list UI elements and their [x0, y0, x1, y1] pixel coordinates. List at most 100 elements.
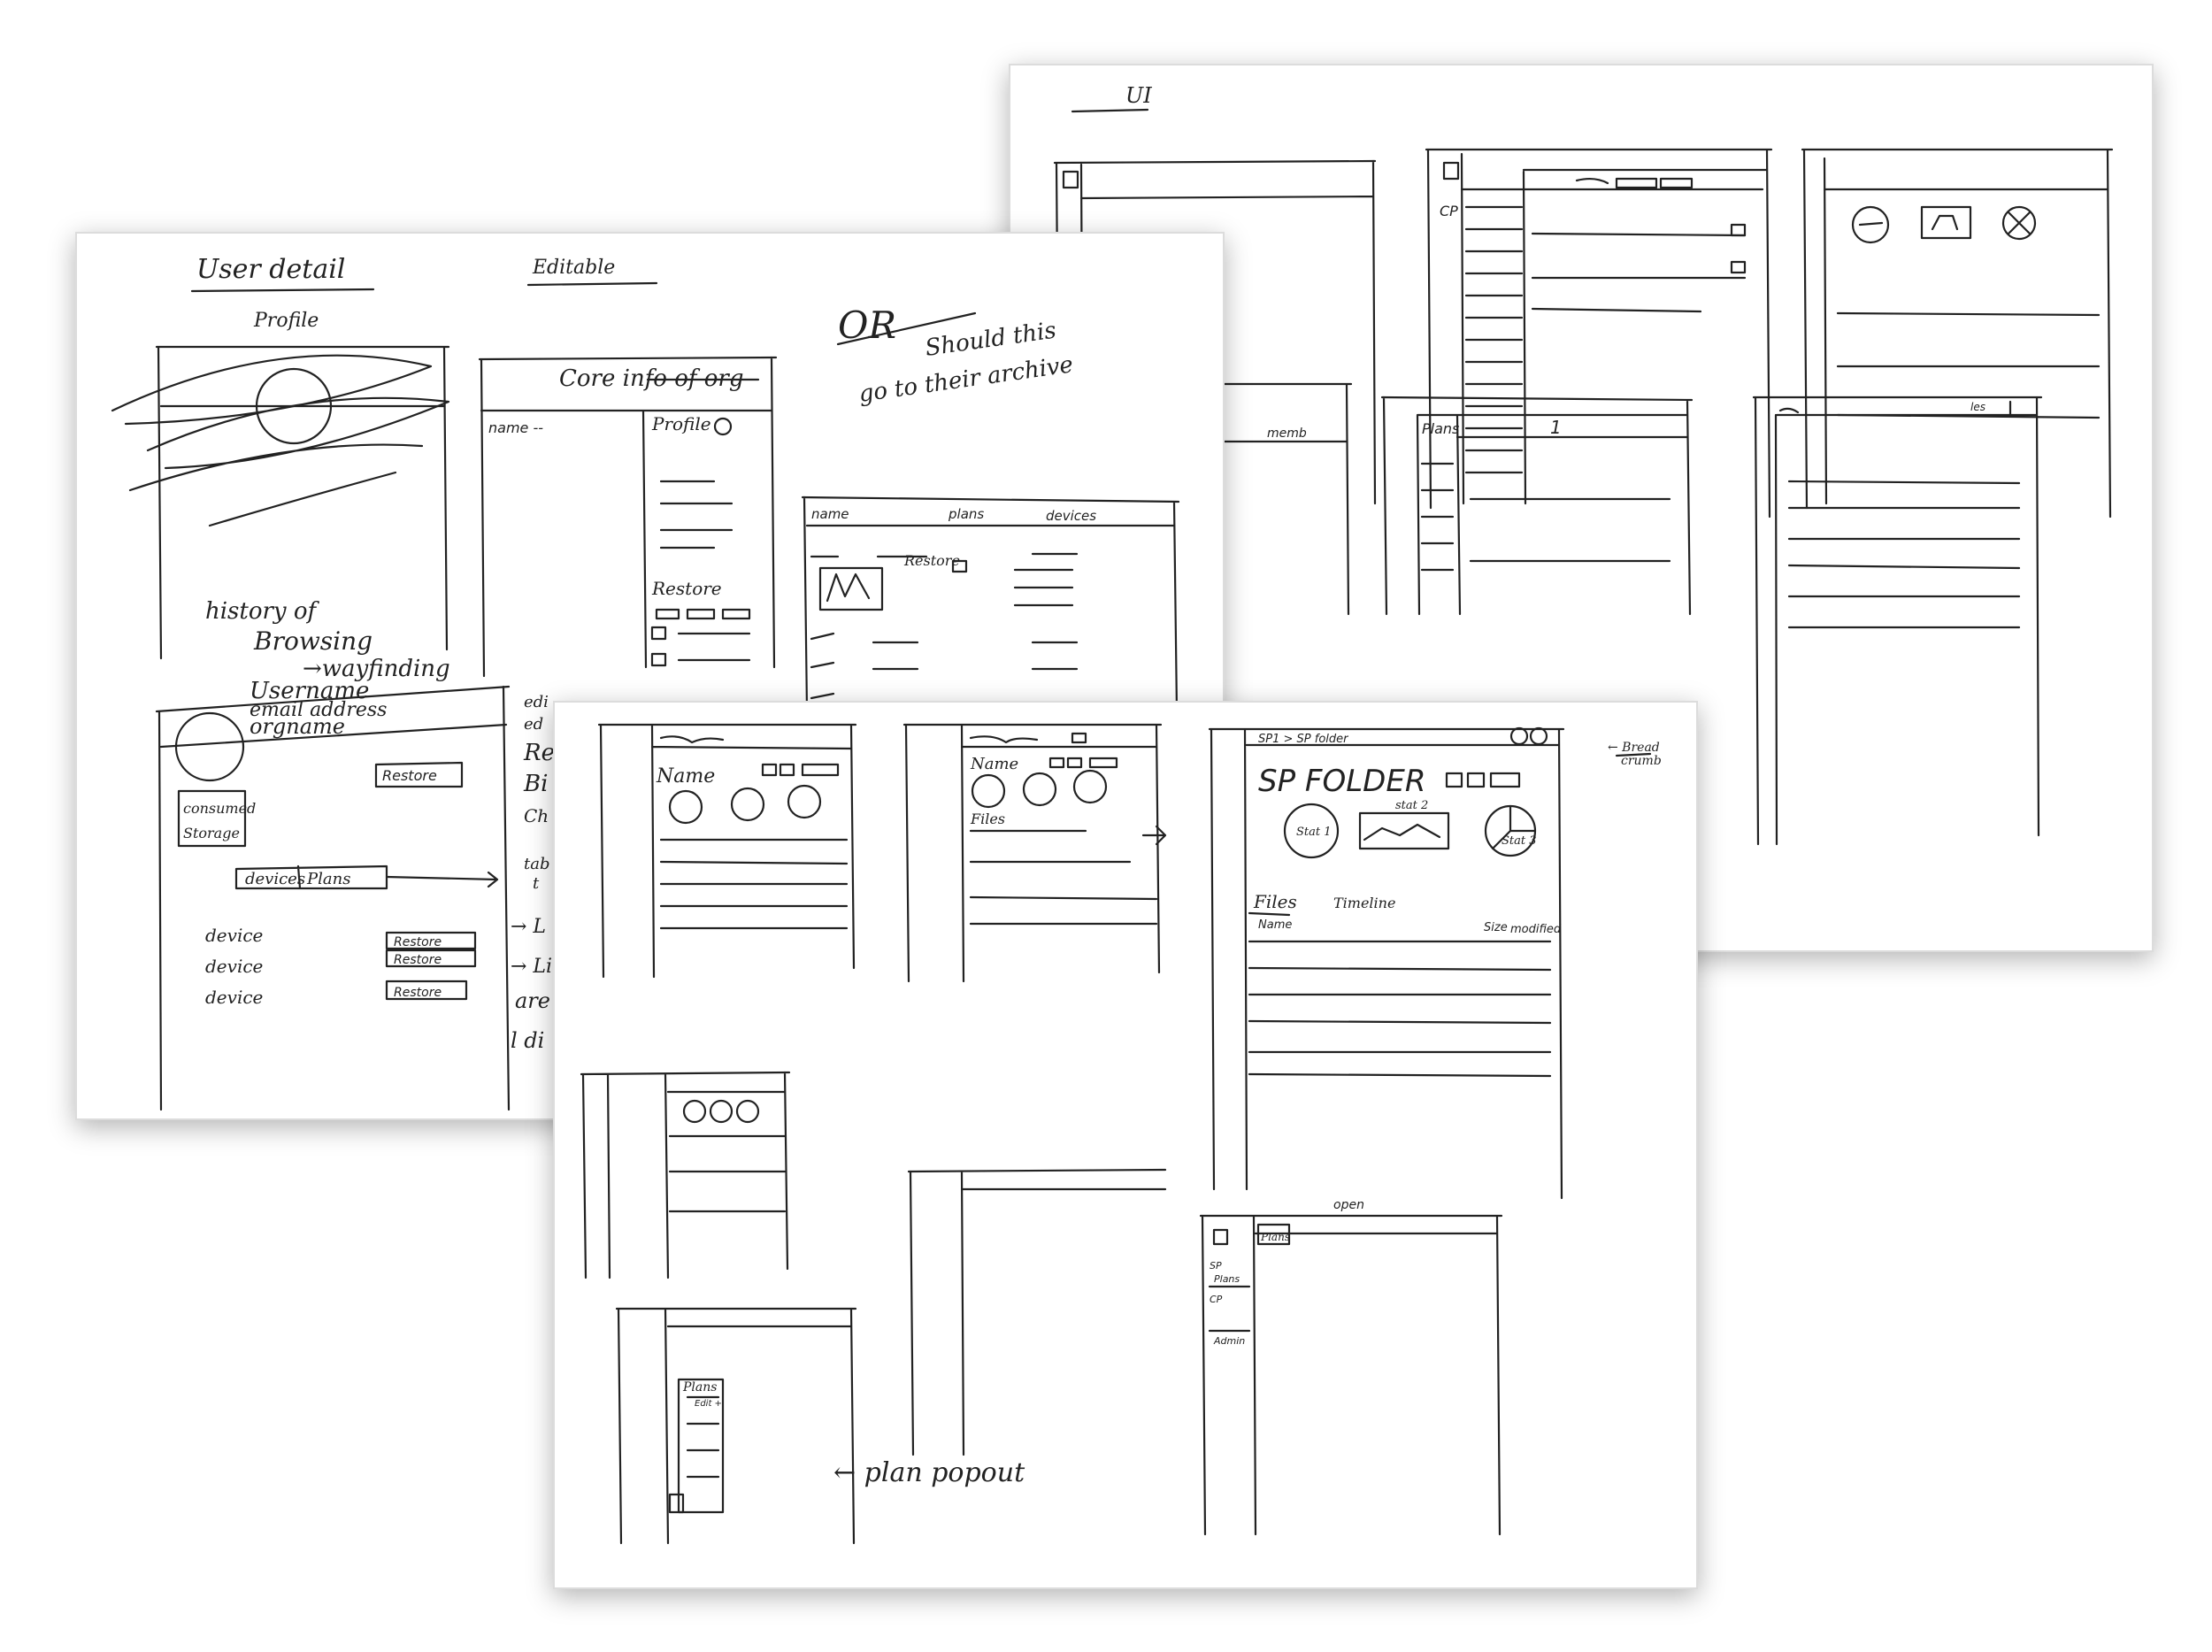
- plan-popout-note: ← plan popout: [833, 1457, 1025, 1488]
- wireframe-blank: [907, 1168, 1167, 1456]
- folder-icon: [650, 626, 667, 667]
- status-icon: [1851, 205, 1890, 244]
- device-restore-1: Restore: [394, 935, 442, 949]
- table-col-name: name: [811, 506, 849, 522]
- margin-note-5: Ch: [524, 805, 549, 826]
- sheet-ui-drawing: UI CP memb Plans 1 les: [1026, 83, 2114, 846]
- cancel-icon: [2001, 205, 2037, 241]
- sheet-user-detail-drawing: User detail Editable Profile history of …: [111, 254, 1180, 1111]
- logo-icon: [1442, 161, 1460, 181]
- col-size: Size: [1484, 921, 1508, 934]
- profile-wireframe: [111, 345, 450, 660]
- user-avatar: [174, 711, 245, 782]
- tab-plans: Plans: [306, 870, 350, 888]
- margin-note-7: t: [533, 874, 540, 893]
- breadcrumb-note-line: [1615, 752, 1652, 757]
- tab-files: Files: [1253, 891, 1297, 912]
- user-restore-button: Restore: [382, 767, 437, 784]
- wireframe-circles-column: [580, 1071, 791, 1279]
- wireframe-cp-list: CP: [1425, 148, 1773, 519]
- wireframe-name-files: [902, 723, 1167, 983]
- orgname-label: orgname: [250, 714, 345, 739]
- nav-cp: CP: [1210, 1294, 1223, 1305]
- tab-devices: devices: [245, 870, 305, 888]
- username-label: Username: [250, 678, 369, 704]
- open-label: open: [1333, 1198, 1364, 1212]
- sketch-sheet-folder: Name Name Files SP1 > SP folder ← Bread …: [553, 701, 1698, 1589]
- name-label-2: Name: [970, 755, 1018, 773]
- restore-button-frame: [374, 761, 464, 788]
- device-row-2: device: [205, 956, 263, 977]
- history-label: history of: [205, 598, 320, 625]
- browsing-label: Browsing: [253, 626, 373, 656]
- chart-icon: [1920, 205, 1972, 240]
- note-line-1: Should this: [924, 317, 1058, 361]
- email-label: email address: [250, 699, 387, 721]
- plans-popout-panel: [677, 1378, 725, 1514]
- consumed-label: consumed: [183, 800, 256, 817]
- user-info-wireframe: [155, 685, 511, 1111]
- note-line-2: go to their archive: [857, 351, 1075, 408]
- table-col-devices: devices: [1046, 508, 1096, 524]
- plans-popout-edit: Edit +: [695, 1399, 722, 1409]
- wireframe-plan-popout: [615, 1307, 857, 1545]
- arrow-icon: [1141, 825, 1167, 846]
- col-modified: modified: [1510, 923, 1562, 936]
- wireframe-icon-row: [1801, 148, 2114, 519]
- table-wireframe: [801, 496, 1180, 713]
- thumbnail-icon: [818, 566, 884, 611]
- plans-label: Plans: [1422, 420, 1459, 437]
- ui-heading: UI: [1125, 83, 1152, 108]
- stat-1-circle: [1283, 803, 1340, 859]
- nav-plans: Plans: [1214, 1273, 1240, 1285]
- stat-2-chart: [1358, 811, 1450, 850]
- logo-icon: [1212, 1228, 1229, 1246]
- table-restore-label: Restore: [903, 552, 960, 569]
- margin-note-9: → Li: [511, 956, 552, 978]
- core-info-wireframe: [478, 356, 778, 678]
- restore-panel-label: Restore: [651, 578, 722, 599]
- cp-label: CP: [1440, 203, 1458, 219]
- device-restore-2: Restore: [394, 953, 442, 967]
- les-label: les: [1970, 401, 1985, 413]
- profile-panel-title: Profile: [651, 413, 711, 434]
- wireframe-plans: Plans 1: [1380, 396, 1694, 616]
- popout-toggle-icon: [668, 1493, 685, 1514]
- plans-tab: Plans: [1260, 1231, 1290, 1243]
- device-restore-3: Restore: [394, 986, 442, 1000]
- folder-title: SP FOLDER: [1258, 764, 1425, 799]
- device-row-1: device: [205, 925, 263, 946]
- heading-underline: [1071, 108, 1149, 113]
- doc-icon: [951, 559, 968, 573]
- storage-label: Storage: [183, 825, 240, 841]
- core-info-title: Core info of org: [559, 365, 744, 392]
- plans-popout-title: Plans: [682, 1380, 717, 1395]
- margin-note-8: → L: [511, 916, 546, 938]
- wireframe-sp-folder: [1208, 726, 1652, 1200]
- wayfinding-label: →wayfinding: [303, 656, 450, 682]
- breadcrumb: SP1 > SP folder: [1258, 733, 1349, 746]
- avatar: [255, 367, 333, 445]
- user-detail-title: User detail: [196, 254, 345, 285]
- name-field-label: name --: [488, 419, 543, 436]
- arrow-icon: [385, 871, 499, 888]
- sheet-folder-drawing: Name Name Files SP1 > SP folder ← Bread …: [580, 723, 1662, 1545]
- breadcrumb-note-1: ← Bread: [1608, 741, 1660, 755]
- margin-note-3: Re: [523, 740, 555, 766]
- plans-count: 1: [1550, 417, 1562, 438]
- device-row-3: device: [205, 987, 263, 1008]
- nav-admin: Admin: [1213, 1335, 1245, 1347]
- editable-label: Editable: [532, 257, 615, 279]
- wireframe-name-circles: [597, 723, 857, 979]
- profile-label: Profile: [253, 310, 319, 332]
- files-label: Files: [970, 811, 1005, 827]
- profile-add-icon: [713, 417, 733, 436]
- stat-1-label: Stat 1: [1296, 826, 1332, 839]
- name-label-1: Name: [656, 765, 715, 788]
- tab-timeline: Timeline: [1333, 895, 1395, 911]
- stat-3-label: Stat 3: [1502, 834, 1537, 848]
- margin-note-6: tab: [524, 855, 550, 873]
- storage-box: [177, 789, 247, 848]
- margin-note-10: are: [515, 988, 550, 1013]
- wireframe-open-nav: [1199, 1214, 1503, 1536]
